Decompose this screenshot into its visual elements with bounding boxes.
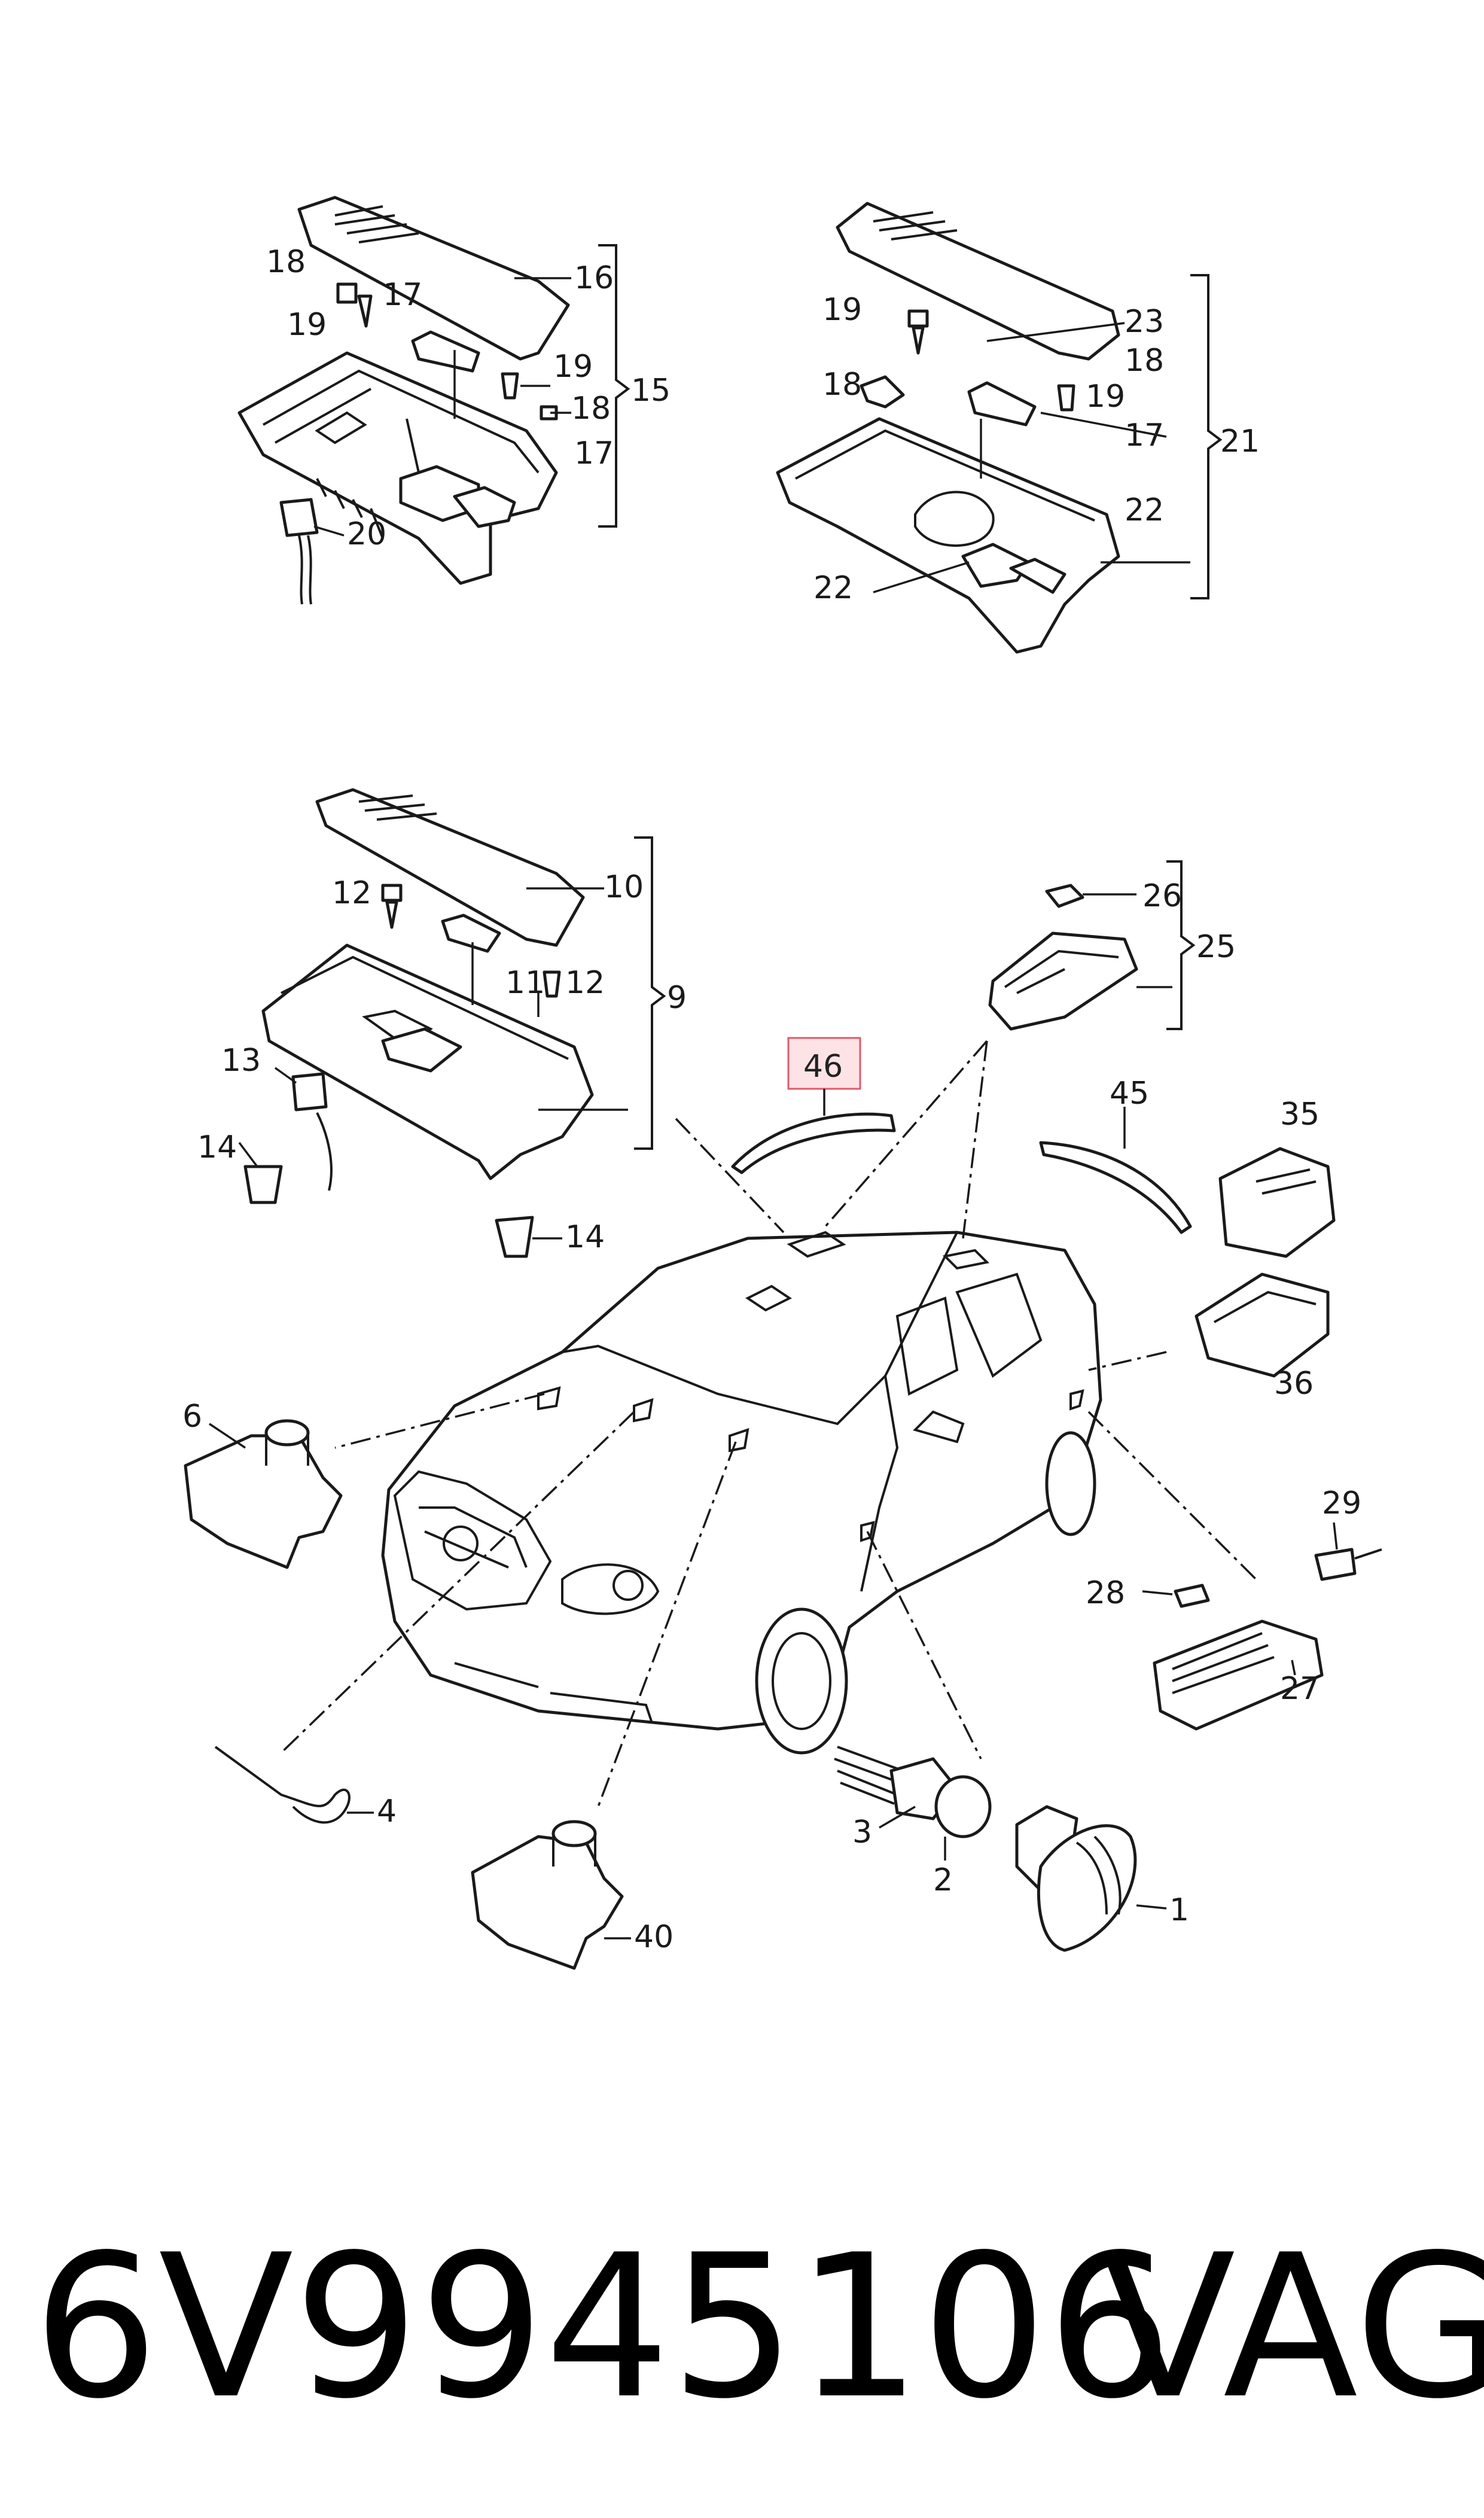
- callout-18: 18: [571, 391, 611, 427]
- bulb-holder-3-2: 3 2: [834, 1746, 992, 1898]
- reference-lines: [280, 1040, 1257, 1807]
- side-indicator-1: 1: [1015, 1805, 1189, 1952]
- callout-15: 15: [631, 373, 671, 409]
- callout-14: 14: [565, 1219, 605, 1255]
- callout-29: 29: [1322, 1485, 1361, 1521]
- lamp-27: 28 29 27: [1086, 1485, 1382, 1731]
- callout-12: 12: [332, 875, 371, 911]
- callout-6: 6: [182, 1399, 202, 1435]
- car-illustration: [381, 1231, 1102, 1755]
- strip-46: 46: [731, 1037, 896, 1174]
- lamp-cover-35: 35: [1218, 1097, 1336, 1258]
- callout-28: 28: [1086, 1575, 1125, 1611]
- callout-25: 25: [1196, 929, 1236, 965]
- callout-36: 36: [1274, 1366, 1314, 1402]
- callout-12: 12: [565, 965, 605, 1001]
- callout-17: 17: [1125, 418, 1164, 453]
- callout-9: 9: [667, 980, 687, 1016]
- callout-22: 22: [1125, 492, 1164, 528]
- callout-20: 20: [347, 516, 386, 552]
- callout-18: 18: [1125, 343, 1164, 379]
- callout-11: 11: [505, 965, 545, 1001]
- callout-13: 13: [221, 1043, 261, 1079]
- callout-18: 18: [266, 244, 306, 280]
- lamp-assembly-25: 26 25: [988, 860, 1236, 1031]
- callout-18: 18: [822, 367, 862, 403]
- callout-26: 26: [1142, 878, 1182, 914]
- callout-17: 17: [574, 436, 614, 471]
- callout-19: 19: [822, 292, 862, 328]
- strip-45: 45: [1039, 1076, 1192, 1234]
- switch-6: 6: [182, 1399, 343, 1569]
- callout-21: 21: [1220, 424, 1260, 459]
- brand-label: VAG: [1101, 2212, 1484, 2442]
- callout-19: 19: [1086, 379, 1125, 415]
- callout-40: 40: [634, 1919, 674, 1955]
- callout-2: 2: [933, 1862, 953, 1898]
- interior-light-assembly-15: 18 19 17 16 19 18 15 17 20: [237, 196, 671, 605]
- callout-27: 27: [1280, 1671, 1320, 1707]
- part-number: 6V9945106: [33, 2212, 1173, 2442]
- callout-10: 10: [604, 869, 644, 905]
- callout-19: 19: [553, 349, 593, 385]
- callout-23: 23: [1125, 304, 1164, 340]
- callout-45: 45: [1110, 1076, 1149, 1112]
- lamp-housing-36: 36: [1194, 1272, 1330, 1402]
- callout-4: 4: [377, 1794, 397, 1829]
- sensor-4: 4: [214, 1746, 397, 1829]
- interior-light-assembly-9: 10 12 11 12 9 13 14 14: [197, 788, 687, 1258]
- highlight-box: [787, 1037, 861, 1090]
- callout-19: 19: [287, 307, 327, 343]
- switch-40: 40: [471, 1820, 674, 1970]
- callout-1: 1: [1169, 1892, 1189, 1928]
- callout-46: 46: [803, 1049, 843, 1085]
- callout-14: 14: [197, 1129, 237, 1165]
- callout-17: 17: [383, 277, 422, 313]
- interior-light-assembly-21: 19 23 18 18 19 17 21 22 22: [776, 202, 1260, 654]
- callout-3: 3: [852, 1814, 872, 1850]
- callout-16: 16: [574, 260, 614, 296]
- callout-35: 35: [1280, 1097, 1320, 1132]
- callout-22: 22: [813, 570, 853, 606]
